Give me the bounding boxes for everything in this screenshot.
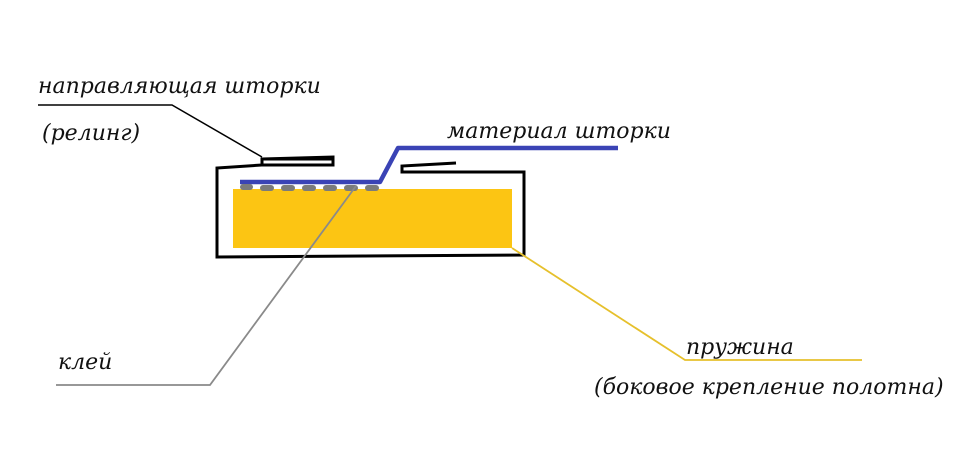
curtain-material-label: материал шторки: [447, 119, 671, 144]
curtain-material-line: [240, 145, 618, 185]
glue-label: клей: [58, 350, 113, 375]
housing-profile-left: [215, 157, 526, 259]
spring-label: пружина: [686, 335, 794, 360]
spring-body: [233, 189, 512, 248]
rail-guide-sublabel: (релинг): [42, 121, 141, 146]
spring-leader-line: [511, 247, 862, 361]
spring-sublabel: (боковое крепление полотна): [594, 375, 944, 400]
rail-guide-lip: [261, 155, 335, 167]
rail-guide-leader-line: [38, 104, 263, 158]
rail-guide-label: направляющая шторки: [38, 74, 321, 99]
glue-leader-line: [56, 185, 357, 386]
